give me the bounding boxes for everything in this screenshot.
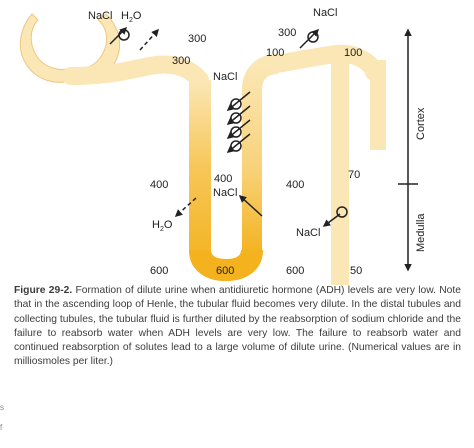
- osmolarity-value: 50: [350, 265, 362, 277]
- osmolarity-value: 400: [286, 179, 304, 191]
- osmolarity-value: 100: [344, 47, 362, 59]
- h2o-label: H2O: [121, 10, 142, 24]
- osmolarity-value: 400: [150, 179, 168, 191]
- osmolarity-value: 600: [150, 265, 168, 277]
- cortex-label: Cortex: [415, 107, 427, 140]
- loop-bottom: [189, 248, 263, 282]
- margin-marks: s f: [0, 398, 4, 438]
- h2o-arrow-icon: [139, 28, 160, 51]
- nacl-arrow-icon: [226, 91, 251, 111]
- nacl-label: NaCl: [313, 7, 337, 19]
- osmolarity-value: 400: [214, 173, 232, 185]
- figure-caption: Figure 29-2. Formation of dilute urine w…: [14, 284, 461, 370]
- nacl-arrow-icon: [226, 105, 251, 125]
- transport-symbols: [109, 26, 348, 227]
- nacl-arrow-icon: [226, 119, 251, 139]
- osmolarity-value: 600: [286, 265, 304, 277]
- ascending-limb: [242, 54, 279, 255]
- nacl-label: NaCl: [88, 10, 112, 22]
- margin-mark: f: [0, 423, 3, 432]
- osmolarity-value: 300: [188, 33, 206, 45]
- nephron-diagram: NaCl H2O NaCl NaCl NaCl NaCl H2O 300 300…: [19, 7, 427, 285]
- nacl-arrow-icon: [322, 213, 341, 227]
- nacl-label: NaCl: [296, 227, 320, 239]
- osmolarity-value: 300: [172, 55, 190, 67]
- nacl-arrow-icon: [299, 28, 320, 49]
- osmolarity-value: 600: [216, 265, 234, 277]
- margin-mark: s: [0, 403, 4, 412]
- nacl-arrow-icon: [238, 194, 263, 217]
- transporter-icon: [307, 31, 319, 43]
- nacl-label: NaCl: [213, 187, 237, 199]
- medulla-label: Medulla: [415, 213, 427, 252]
- transporter-icon: [336, 206, 348, 218]
- osmolarity-value: 300: [278, 27, 296, 39]
- region-axis: [398, 28, 418, 272]
- osmolarity-value: 70: [348, 169, 360, 181]
- caption-text: Formation of dilute urine when antidiure…: [14, 285, 462, 368]
- h2o-label: H2O: [152, 219, 173, 233]
- h2o-arrow-icon: [174, 197, 197, 218]
- figure-number: Figure 29-2.: [14, 285, 73, 296]
- proximal-tubule: [62, 55, 209, 89]
- osmolarity-value: 100: [266, 47, 284, 59]
- nacl-arrow-icon: [109, 26, 128, 45]
- transporter-icon: [118, 29, 130, 41]
- nacl-arrow-icon: [226, 133, 251, 153]
- nacl-label: NaCl: [213, 71, 237, 83]
